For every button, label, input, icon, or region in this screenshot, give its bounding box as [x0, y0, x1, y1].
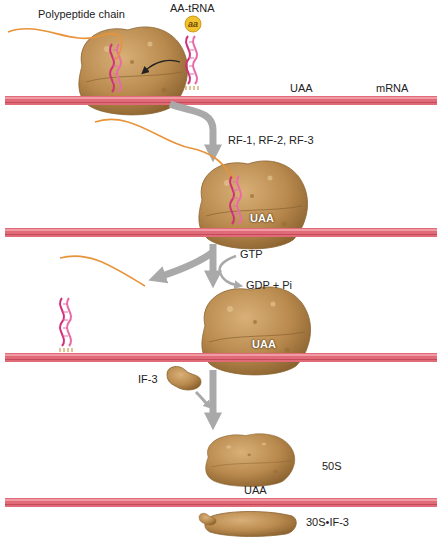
- subunit-label: 50S: [322, 460, 342, 473]
- molecule-label: GDP + Pi: [246, 279, 292, 292]
- codon-label: UAA: [290, 82, 313, 95]
- part-label: AA-tRNA: [170, 2, 215, 15]
- factor-label: RF-1, RF-2, RF-3: [228, 134, 314, 147]
- codon-label: UAA: [244, 484, 267, 497]
- codon-label: UAA: [250, 212, 274, 225]
- part-label: Polypeptide chain: [38, 8, 125, 21]
- codon-label: UAA: [252, 338, 276, 351]
- part-label: mRNA: [376, 82, 408, 95]
- amino-acid-label: aa: [188, 19, 198, 29]
- factor-label: IF-3: [138, 373, 158, 386]
- molecule-label: GTP: [240, 248, 263, 261]
- subunit-label: 30S•IF-3: [306, 516, 349, 529]
